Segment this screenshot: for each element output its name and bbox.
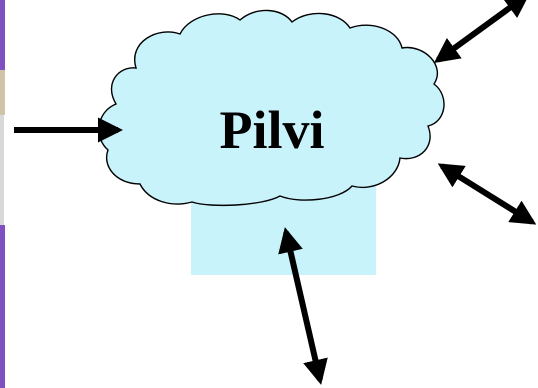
arrow-bottom xyxy=(278,227,328,385)
arrow-bottom-right xyxy=(437,163,537,225)
left-edge-grey-strip xyxy=(0,115,4,225)
cloud-label: Pilvi xyxy=(220,100,325,160)
left-edge-accent-bar xyxy=(0,0,5,70)
arrow-top-right xyxy=(433,0,531,63)
left-edge-accent-bar-lower xyxy=(0,225,5,388)
left-edge-tan-strip xyxy=(0,70,5,115)
